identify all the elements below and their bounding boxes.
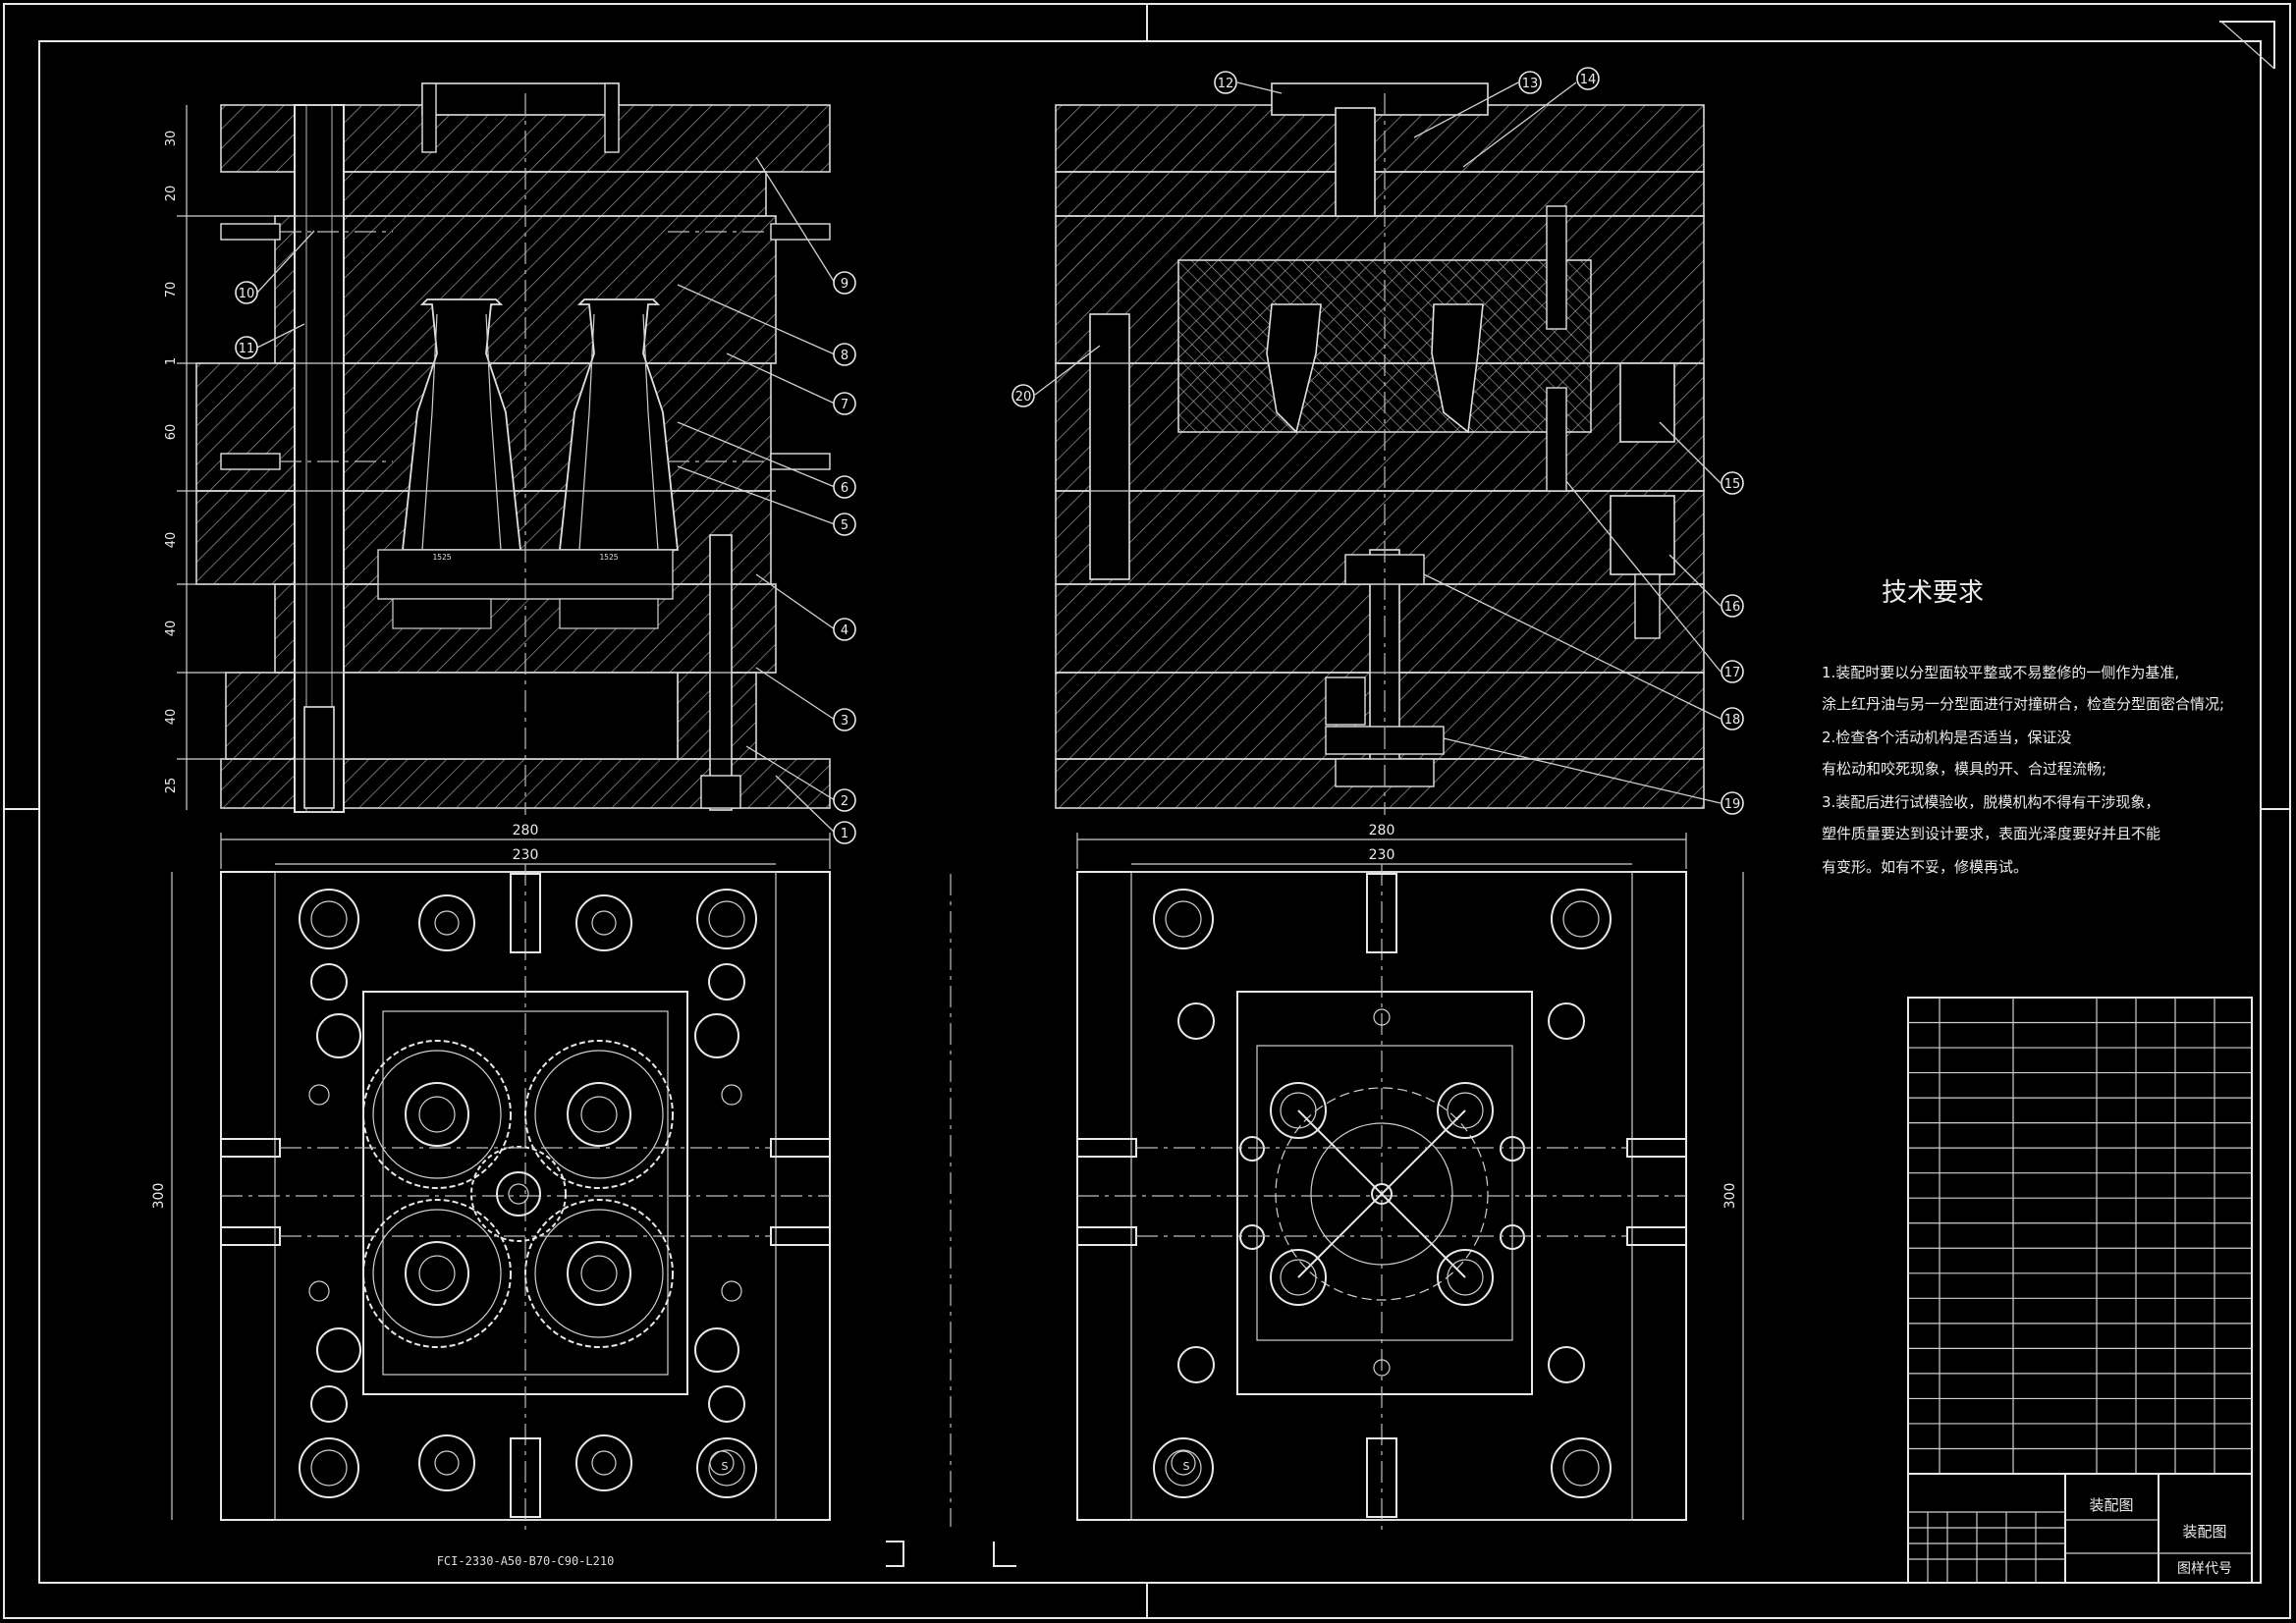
callout-11: 11 [239,342,255,356]
left-vertical-dimensions: 30 20 70 1 60 40 40 40 25 [164,105,188,810]
tech-req-line-5: 3.装配后进行试模验收，脱模机构不得有干涉现象， [1822,793,2159,811]
corner-bores-left [299,889,757,1498]
tech-req-line-6: 塑件质量要达到设计要求，表面光泽度要好并且不能 [1822,825,2160,842]
dim-40a: 40 [164,532,179,549]
callout-19: 19 [1724,797,1741,812]
gear-train [362,1040,674,1348]
mold-base-code: FCI-2330-A50-B70-C90-L210 [437,1554,615,1568]
callout-7: 7 [841,398,848,412]
dim-1: 1 [164,357,179,365]
dim-20: 20 [164,186,179,202]
guide-pillar [294,104,345,813]
tech-req-line-3: 2.检查各个活动机构是否适当，保证没 [1822,729,2071,746]
dim-40c: 40 [164,709,179,726]
dim-25: 25 [164,778,179,794]
callout-9: 9 [841,277,848,292]
core-insert-right [558,298,680,551]
callout-1: 1 [841,827,848,841]
section-mark-icon-2 [993,1542,1016,1567]
title-block: 装配图 装配图 图样代号 [1907,1473,2253,1584]
spacer-block-left [225,672,305,760]
callout-14: 14 [1580,73,1597,87]
callout-13: 13 [1522,77,1539,91]
callout-3: 3 [841,714,848,729]
callout-10: 10 [239,287,255,301]
callout-17: 17 [1724,666,1741,680]
callout-20: 20 [1015,390,1032,405]
cooling-nipple-group-left [220,223,831,470]
stamp-s-right: S [1183,1460,1190,1473]
title-block-name: 装配图 [2182,1523,2226,1541]
dim-left-230: 230 [513,847,539,863]
tech-req-line-2: 涂上红丹油与另一分型面进行对撞研合，检查分型面密合情况; [1822,695,2224,713]
tech-req-line-7: 有变形。如有不妥，修模再试。 [1822,858,2028,876]
callout-2: 2 [841,794,848,809]
dim-left-300: 300 [151,1183,167,1210]
right-plan-view: 280 230 300 [1076,823,1744,1532]
dim-40b: 40 [164,621,179,637]
size-label-2: 1525 [599,553,618,562]
callout-12: 12 [1218,77,1234,91]
orientation-mark-icon [2219,21,2275,69]
dim-70: 70 [164,282,179,298]
tech-requirements-heading: 技术要求 [1882,578,1984,608]
sheet-border [3,3,2291,1619]
dim-right-300: 300 [1722,1183,1738,1210]
callout-16: 16 [1724,600,1741,615]
right-callouts: 12 13 14 15 16 17 18 19 20 [1011,67,1744,815]
callout-6: 6 [841,481,848,496]
left-plan-view: 280 230 300 [151,823,831,1568]
callout-18: 18 [1724,713,1741,728]
callout-8: 8 [841,349,848,363]
stamp-s-left: S [722,1460,729,1473]
dim-left-280: 280 [513,823,539,839]
callout-15: 15 [1724,477,1741,492]
right-section-view [1055,82,1705,815]
title-block-drawing-title: 装配图 [2089,1496,2133,1514]
runner-plate [343,171,767,217]
cooling-nipples-plan-left [220,1138,831,1246]
tech-req-line-1: 1.装配时要以分型面较平整或不易整修的一侧作为基准, [1822,664,2179,681]
parts-list-table [1907,997,2253,1475]
dim-right-230: 230 [1369,847,1395,863]
left-section-view: 1525 1525 [177,82,831,815]
dim-30: 30 [164,131,179,147]
dim-right-280: 280 [1369,823,1395,839]
callout-5: 5 [841,518,848,533]
section-mark-icon [886,1541,904,1567]
size-label-1: 1525 [432,553,451,562]
core-insert-left [401,298,522,551]
tech-requirements: 技术要求 1.装配时要以分型面较平整或不易整修的一侧作为基准, 涂上红丹油与另一… [1822,578,2224,876]
left-callouts: 1 2 3 4 5 6 7 8 9 10 11 [235,156,856,844]
tech-req-line-4: 有松动和咬死现象，模具的开、合过程流畅; [1822,760,2106,778]
callout-4: 4 [841,623,848,638]
dim-60: 60 [164,424,179,441]
title-block-code: 图样代号 [2177,1561,2232,1577]
